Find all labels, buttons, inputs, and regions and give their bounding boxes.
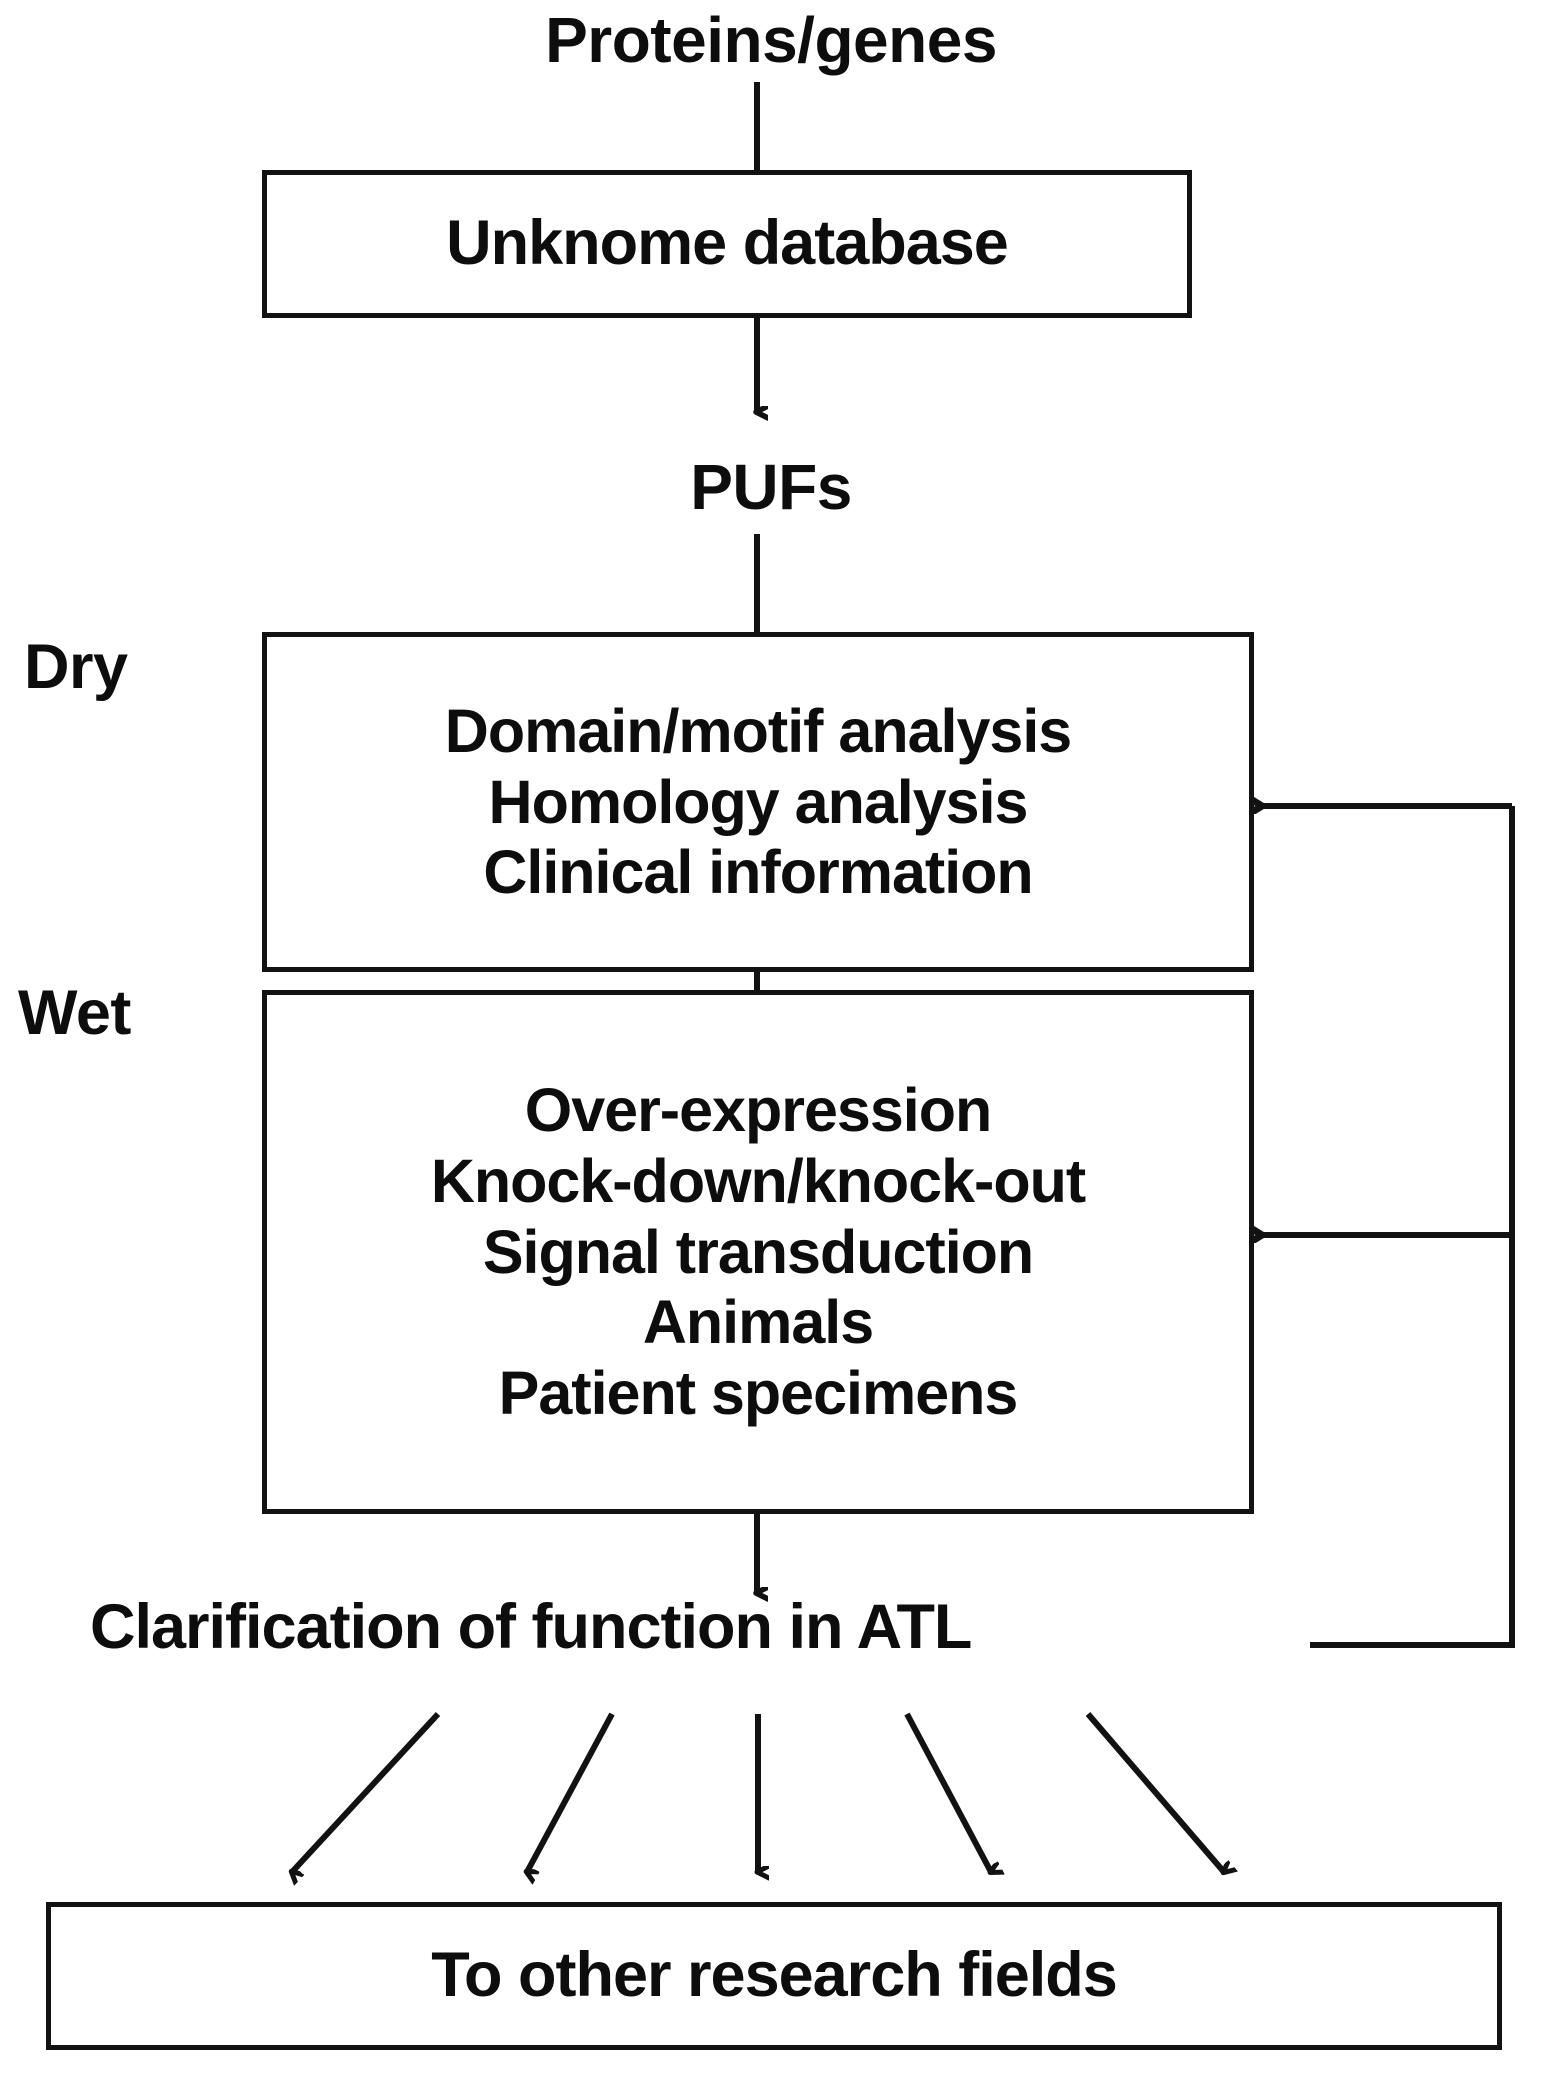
wet-line-4: Animals (642, 1288, 874, 1357)
node-wet-experiments-box: Over-expression Knock-down/knock-out Sig… (262, 990, 1254, 1514)
node-unknome-database: Unknome database (262, 170, 1192, 318)
section-label-dry: Dry (24, 632, 128, 702)
feedback-loop-trunk (1310, 806, 1515, 1648)
node-to-other-research-fields: To other research fields (46, 1902, 1502, 2050)
fanout-arrow-2 (527, 1712, 615, 1872)
wet-line-1: Over-expression (524, 1076, 992, 1145)
node-pufs: PUFs (690, 451, 852, 523)
fanout-arrow-5 (1085, 1712, 1224, 1872)
wet-line-5: Patient specimens (498, 1359, 1019, 1428)
unknome-database-label: Unknome database (446, 208, 1009, 279)
fanout-arrow-1 (292, 1711, 441, 1872)
dry-line-3: Clinical information (483, 838, 1033, 907)
section-label-wet: Wet (18, 978, 131, 1048)
dry-line-2: Homology analysis (488, 767, 1029, 836)
other-research-fields-label: To other research fields (431, 1940, 1118, 2011)
node-dry-analysis-box: Domain/motif analysis Homology analysis … (262, 632, 1254, 972)
node-clarification-of-function: Clarification of function in ATL (90, 1592, 972, 1662)
fanout-arrow-4 (904, 1712, 991, 1872)
wet-line-2: Knock-down/knock-out (430, 1146, 1086, 1215)
node-proteins-genes: Proteins/genes (545, 4, 997, 76)
dry-line-1: Domain/motif analysis (444, 696, 1072, 765)
wet-line-3: Signal transduction (482, 1217, 1034, 1286)
